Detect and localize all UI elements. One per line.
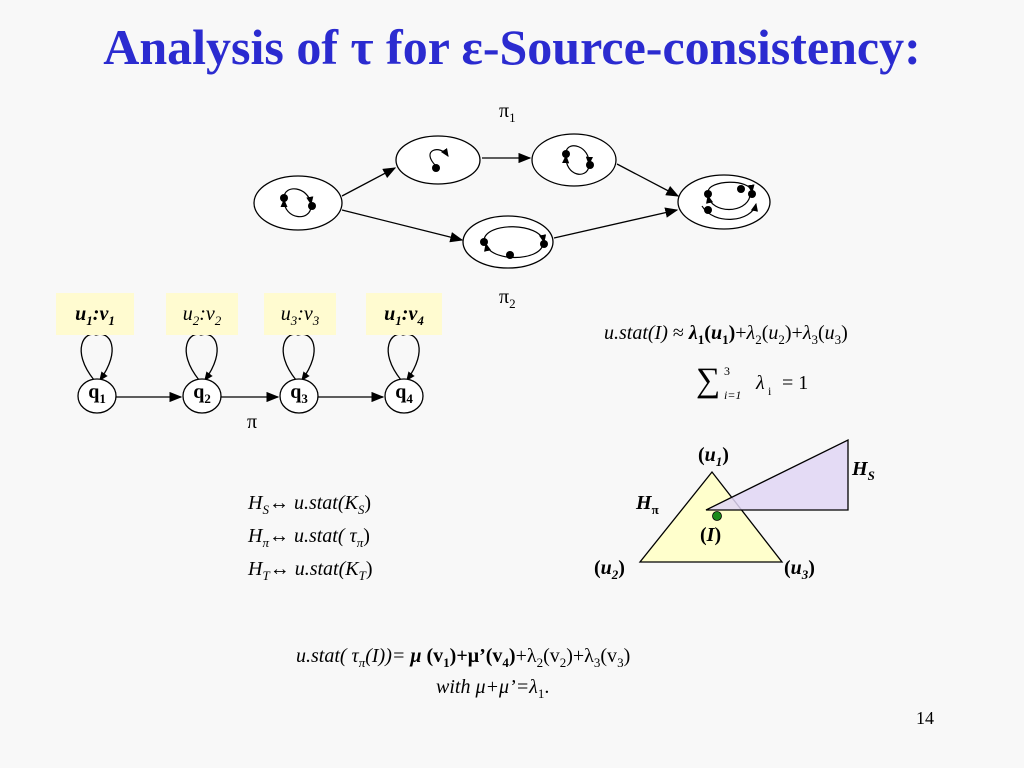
h-line-t: HT↔ u.stat(KT) [248, 558, 373, 583]
vertex-u3-label: (u3) [784, 557, 815, 582]
chain-self-loops [80, 333, 420, 382]
chain-label-4: u1:v4 [366, 293, 442, 335]
page-number: 14 [916, 708, 934, 728]
simplex-triangle [638, 470, 784, 563]
graph-node-pi1-a [395, 135, 481, 185]
chain-label-3: u3:v3 [264, 293, 336, 335]
state-q1: q1 [88, 381, 106, 406]
vertex-u1-label: (u1) [698, 444, 729, 469]
slide-title: Analysis of τ for ε-Source-consistency: [103, 19, 921, 75]
graph-node-start [253, 175, 343, 231]
hs-region [705, 438, 849, 511]
h-line-pi: Hπ↔ u.stat( τπ) [248, 525, 370, 550]
chain-label-2: u2:v2 [166, 293, 238, 335]
point-I-label: (I) [700, 524, 722, 546]
state-q4: q4 [395, 381, 413, 406]
pi-label: π [247, 411, 258, 433]
h-s-label: HS [852, 458, 875, 483]
pi2-label: π2 [499, 286, 516, 311]
ustat-formula: u.stat(I) ≈ λ1(u1)+λ2(u2)+λ3(u3) [604, 322, 848, 347]
state-q3: q3 [290, 381, 308, 406]
vertex-u2-label: (u2) [594, 557, 625, 582]
chain-label-1: u1:v1 [56, 293, 134, 335]
h-line-s: HS↔ u.stat(KS) [248, 492, 372, 517]
h-correspondences: HS↔ u.stat(KS) Hπ↔ u.stat( τπ) HT↔ u.sta… [248, 490, 373, 589]
point-I [712, 511, 722, 521]
bottom-formula-line1: u.stat( τπ(I))= μ (v1)+μ’(v4)+λ2(v2)+λ3(… [296, 645, 631, 670]
graph-inner-dots [280, 150, 756, 259]
pi1-label: π1 [499, 100, 516, 125]
chain-states [77, 378, 424, 414]
bottom-formula-line2: with μ+μ’=λ1. [436, 676, 550, 701]
graph-node-pi2 [462, 215, 554, 269]
state-q2: q2 [193, 381, 211, 406]
state-graph [253, 133, 771, 269]
graph-edges [341, 152, 680, 243]
h-pi-label: Hπ [636, 492, 659, 517]
graph-node-pi1-b [531, 133, 617, 187]
